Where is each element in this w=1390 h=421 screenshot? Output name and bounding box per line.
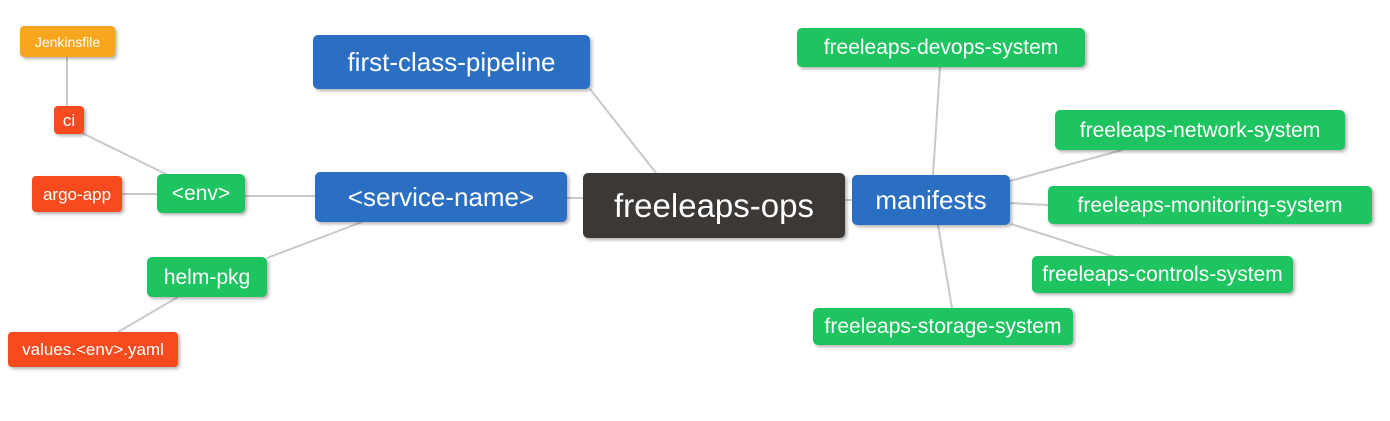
- edge-manifests-storage: [937, 224, 953, 309]
- node-jenkinsfile[interactable]: Jenkinsfile: [20, 26, 115, 57]
- node-ci[interactable]: ci: [54, 106, 84, 134]
- edge-pipeline-root: [589, 88, 657, 174]
- node-storage-system[interactable]: freeleaps-storage-system: [813, 308, 1073, 345]
- edge-service-name-helm-pkg: [266, 221, 363, 259]
- node-network-system[interactable]: freeleaps-network-system: [1055, 110, 1345, 150]
- node-devops-system[interactable]: freeleaps-devops-system: [797, 28, 1085, 67]
- node-service-name[interactable]: <service-name>: [315, 172, 567, 222]
- node-helm-pkg[interactable]: helm-pkg: [147, 257, 267, 297]
- node-root-freeleaps-ops[interactable]: freeleaps-ops: [583, 173, 845, 238]
- node-values-env-yaml[interactable]: values.<env>.yaml: [8, 332, 178, 367]
- node-env[interactable]: <env>: [157, 174, 245, 213]
- edge-manifests-network: [1009, 149, 1123, 182]
- node-first-class-pipeline[interactable]: first-class-pipeline: [313, 35, 590, 89]
- edge-manifests-monitoring: [1009, 202, 1049, 206]
- edge-helm-pkg-values: [117, 296, 179, 333]
- node-manifests[interactable]: manifests: [852, 175, 1010, 225]
- edge-ci-env: [79, 131, 171, 177]
- edge-manifests-devops: [932, 66, 941, 176]
- node-argo-app[interactable]: argo-app: [32, 176, 122, 212]
- edge-manifests-controls: [1010, 223, 1119, 259]
- node-monitoring-system[interactable]: freeleaps-monitoring-system: [1048, 186, 1372, 224]
- node-controls-system[interactable]: freeleaps-controls-system: [1032, 256, 1293, 293]
